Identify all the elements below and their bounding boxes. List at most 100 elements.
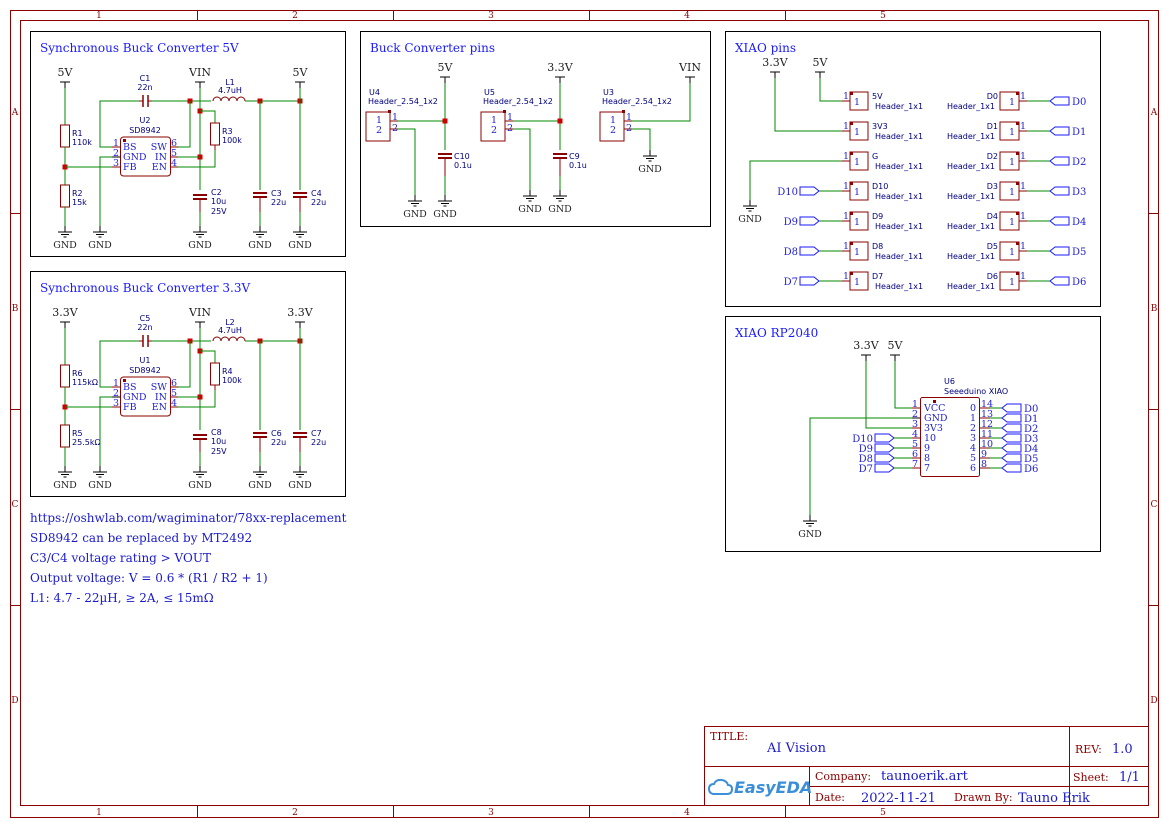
- wire: [200, 110, 216, 123]
- wire: [178, 390, 216, 408]
- net-flag-label: D0: [1072, 97, 1086, 108]
- pin-number: 1: [1020, 181, 1026, 192]
- net-flag: [874, 433, 895, 443]
- company-value: taunoerik.art: [881, 769, 969, 784]
- header-body: [849, 211, 869, 231]
- wire: [632, 83, 691, 122]
- pin-name: EN: [152, 162, 167, 173]
- header-part: Header_2.54_1x2: [368, 97, 438, 106]
- net-flag-label: D2: [1024, 424, 1038, 435]
- pin1-marker: [850, 212, 853, 215]
- capacitor-ref: C8: [211, 428, 222, 437]
- pin-name: IN: [155, 152, 167, 163]
- net-flag: [1049, 156, 1070, 166]
- net-flag: [1001, 463, 1022, 473]
- capacitor-value: 0.1u: [454, 161, 472, 170]
- pin-name: 7: [924, 463, 930, 474]
- section-title-buck33: Synchronous Buck Converter 3.3V: [40, 281, 250, 295]
- pin-name: 8: [924, 453, 930, 464]
- section-box-xiao: [725, 316, 1101, 552]
- pin-number: 2: [376, 125, 382, 136]
- column-marker: 5: [880, 11, 886, 21]
- header-body: [999, 181, 1020, 201]
- pin-number: 5: [171, 388, 177, 399]
- header-ref: D3: [987, 182, 998, 191]
- rev-label: REV:: [1075, 743, 1102, 756]
- ic-ref: U2: [140, 116, 151, 125]
- capacitor-ref: C2: [211, 188, 222, 197]
- row-marker: C: [1151, 500, 1158, 510]
- net-flag: [874, 463, 895, 473]
- net-flag-label: D9: [784, 217, 798, 228]
- pin-number: 1: [507, 112, 513, 123]
- header-body: [999, 91, 1020, 111]
- pin-name: 4: [970, 443, 976, 454]
- inductor-coil: [212, 96, 246, 102]
- net-flag: [1049, 276, 1070, 286]
- header-ref: D7: [872, 272, 883, 281]
- section-title-pins: Buck Converter pins: [370, 41, 495, 55]
- header-body: [999, 211, 1020, 231]
- pin-number: 4: [912, 429, 918, 440]
- pin-number: 1: [1009, 217, 1015, 228]
- pin-number: 13: [981, 409, 993, 420]
- pin-name: 10: [924, 433, 936, 444]
- section-box-buck5: [30, 31, 346, 257]
- pin1-marker: [123, 139, 126, 142]
- wire: [99, 100, 139, 148]
- column-marker: 3: [488, 11, 494, 21]
- pin-name: 2: [970, 423, 976, 434]
- power-net-label: 5V: [813, 56, 829, 69]
- note-voltage-rating: C3/C4 voltage rating > VOUT: [30, 551, 211, 565]
- ground-label: GND: [248, 240, 272, 251]
- ic-ref: U1: [140, 356, 151, 365]
- pin-number: 1: [113, 378, 119, 389]
- pin-number: 2: [912, 409, 918, 420]
- net-flag-label: D8: [784, 247, 798, 258]
- header-ref: D9: [872, 212, 883, 221]
- pin-number: 1: [843, 241, 849, 252]
- pin-number: 1: [1009, 127, 1015, 138]
- net-flag-label: D3: [1024, 434, 1038, 445]
- resistor-ref: R3: [222, 127, 233, 136]
- net-flag: [1001, 453, 1022, 463]
- pin-number: 3: [113, 158, 119, 169]
- pin-number: 1: [854, 247, 860, 258]
- pin-number: 6: [912, 449, 918, 460]
- header-body: [849, 181, 869, 201]
- pin-number: 12: [981, 419, 993, 430]
- title-value: AI Vision: [766, 741, 827, 756]
- net-flag-label: D1: [1024, 414, 1038, 425]
- header-part: Header_1x1: [875, 192, 923, 201]
- header-body: [365, 111, 391, 142]
- pin-name: SW: [151, 382, 168, 393]
- date-value: 2022-11-21: [861, 791, 936, 806]
- pin1-marker: [850, 182, 853, 185]
- pin-number: 2: [610, 125, 616, 136]
- net-flag: [799, 246, 820, 256]
- pin-name: EN: [152, 402, 167, 413]
- column-marker: 1: [96, 808, 102, 818]
- header-ref: 5V: [872, 92, 883, 101]
- note-link[interactable]: https://oshwlab.com/wagiminator/78xx-rep…: [30, 511, 347, 525]
- header-ref: D6: [987, 272, 998, 281]
- net-flag: [1049, 186, 1070, 196]
- net-flag-label: D6: [1072, 277, 1086, 288]
- pin-name: GND: [924, 413, 948, 424]
- notes: https://oshwlab.com/wagiminator/78xx-rep…: [30, 511, 347, 605]
- capacitor-ref: C9: [569, 152, 580, 161]
- logo-text: EasyEDA: [734, 778, 812, 797]
- pin-number: 7: [912, 459, 918, 470]
- pin1-marker: [1016, 92, 1019, 95]
- row-marker: D: [11, 696, 18, 706]
- pin-number: 1: [843, 181, 849, 192]
- pin-name: 3: [970, 433, 976, 444]
- ic-part: Seeeduino XIAO: [944, 387, 1008, 396]
- pin-number: 1: [1009, 277, 1015, 288]
- inductor-ref: L2: [225, 318, 235, 327]
- pin1-marker: [850, 122, 853, 125]
- pin-number: 1: [843, 151, 849, 162]
- header-ref: U4: [369, 88, 380, 97]
- sheet-label: Sheet:: [1073, 771, 1109, 784]
